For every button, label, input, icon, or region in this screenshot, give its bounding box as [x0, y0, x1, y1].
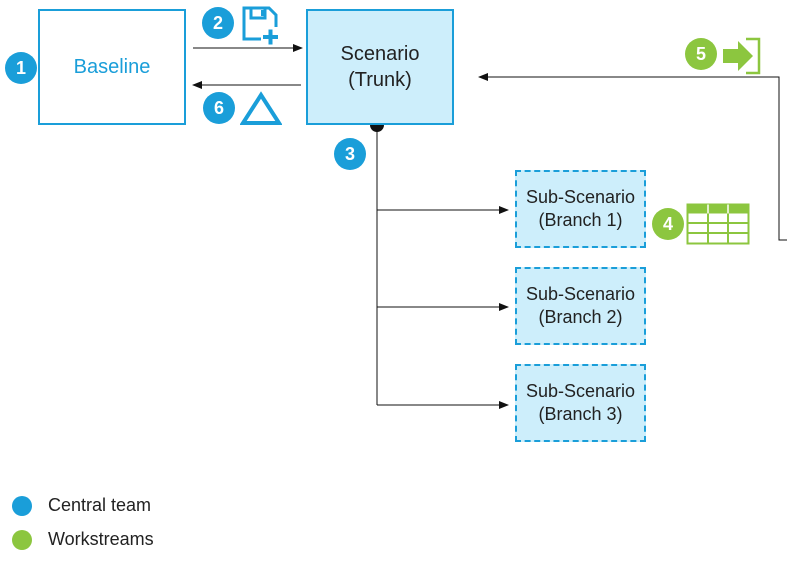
trunk-label-line2: (Trunk)	[348, 69, 412, 91]
delta-icon	[240, 91, 282, 125]
legend-dot-workstreams	[12, 529, 32, 550]
step-3-number: 3	[344, 143, 355, 164]
branch-2-label-line2: (Branch 2)	[538, 307, 623, 327]
branch-3-label-line1: Sub-Scenario	[525, 380, 636, 401]
baseline-label: Baseline	[73, 56, 151, 78]
legend-dot-central	[12, 495, 32, 516]
step-2-badge: 2	[202, 7, 234, 39]
branch-1-label-line2: (Branch 1)	[538, 210, 623, 230]
arrow-branch-to-trunk-merge	[478, 73, 787, 241]
step-2-number: 2	[212, 12, 223, 33]
step-4-number: 4	[662, 213, 673, 234]
step-4-badge: 4	[652, 208, 684, 240]
branch-1-label-line1: Sub-Scenario	[525, 186, 636, 207]
step-5-number: 5	[695, 43, 706, 64]
step-1-badge: 1	[5, 52, 37, 84]
step-6-number: 6	[213, 97, 224, 118]
branch-3-label-line2: (Branch 3)	[538, 404, 623, 424]
branch-node-2: Sub-Scenario (Branch 2)	[515, 267, 646, 345]
save-add-icon	[242, 6, 280, 46]
step-6-badge: 6	[203, 92, 235, 124]
legend-label-workstreams: Workstreams	[48, 529, 154, 549]
trunk-label-line1: Scenario	[340, 43, 420, 65]
import-arrow-icon	[723, 37, 761, 75]
step-5-badge: 5	[685, 38, 717, 70]
legend-item-central-team: Central team	[12, 495, 151, 516]
step-3-badge: 3	[334, 138, 366, 170]
table-icon	[686, 203, 750, 245]
branch-2-label-line1: Sub-Scenario	[525, 283, 636, 304]
branch-node-3: Sub-Scenario (Branch 3)	[515, 364, 646, 442]
step-1-number: 1	[15, 57, 26, 78]
trunk-node: Scenario (Trunk)	[306, 9, 454, 125]
baseline-node: Baseline	[38, 9, 186, 125]
legend-label-central: Central team	[48, 495, 152, 515]
branch-node-1: Sub-Scenario (Branch 1)	[515, 170, 646, 248]
legend-item-workstreams: Workstreams	[12, 529, 154, 550]
